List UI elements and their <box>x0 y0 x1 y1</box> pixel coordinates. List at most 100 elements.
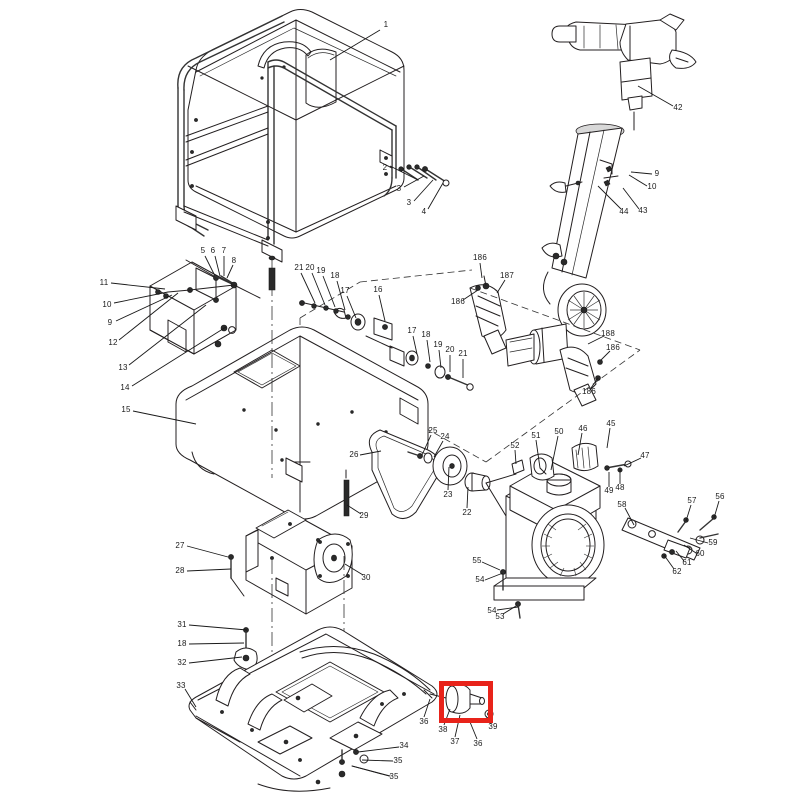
callout-number-25[interactable]: 25 <box>428 426 438 435</box>
callout-number-28[interactable]: 28 <box>175 566 185 575</box>
callout-leader-24 <box>433 440 444 458</box>
callout-number-20[interactable]: 20 <box>305 263 315 272</box>
callout-leader-33 <box>184 688 197 708</box>
callout-number-186[interactable]: 186 <box>606 343 620 352</box>
callout-number-30[interactable]: 30 <box>361 573 371 582</box>
callout-number-6[interactable]: 6 <box>210 246 216 255</box>
callout-leader-4 <box>427 182 444 210</box>
callout-number-16[interactable]: 16 <box>373 285 383 294</box>
callout-leader-55 <box>481 561 501 571</box>
callout-number-33[interactable]: 33 <box>176 681 186 690</box>
callout-number-8[interactable]: 8 <box>231 256 237 265</box>
callout-number-17[interactable]: 17 <box>340 286 350 295</box>
callout-number-2[interactable]: 2 <box>382 163 388 172</box>
callout-number-5[interactable]: 5 <box>200 246 206 255</box>
callout-number-56[interactable]: 56 <box>715 492 725 501</box>
callout-number-3[interactable]: 3 <box>396 184 402 193</box>
callout-number-19[interactable]: 19 <box>433 340 443 349</box>
callout-number-55[interactable]: 55 <box>472 556 482 565</box>
callout-number-51[interactable]: 51 <box>531 431 541 440</box>
callout-number-37[interactable]: 37 <box>450 737 460 746</box>
callout-number-15[interactable]: 15 <box>121 405 131 414</box>
callout-number-52[interactable]: 52 <box>510 441 520 450</box>
callout-number-12[interactable]: 12 <box>108 338 118 347</box>
callout-number-9[interactable]: 9 <box>107 318 113 327</box>
callout-number-47[interactable]: 47 <box>640 451 650 460</box>
callout-number-50[interactable]: 50 <box>554 427 564 436</box>
callout-number-44[interactable]: 44 <box>619 207 629 216</box>
callout-number-9[interactable]: 9 <box>654 169 660 178</box>
callout-number-21[interactable]: 21 <box>294 263 304 272</box>
callout-leader-3 <box>403 175 425 188</box>
callout-number-13[interactable]: 13 <box>118 363 128 372</box>
callout-number-18[interactable]: 18 <box>177 639 187 648</box>
callout-number-35[interactable]: 35 <box>389 772 399 781</box>
callout-number-48[interactable]: 48 <box>615 483 625 492</box>
callout-number-4[interactable]: 4 <box>421 207 427 216</box>
callout-number-23[interactable]: 23 <box>443 490 453 499</box>
callout-leader-56 <box>713 500 720 519</box>
callout-number-11[interactable]: 11 <box>99 278 109 287</box>
callout-leader-2 <box>389 165 419 181</box>
handle-throttle-assembly <box>541 13 697 305</box>
callout-number-62[interactable]: 62 <box>672 567 682 576</box>
callout-number-36[interactable]: 36 <box>419 717 429 726</box>
callout-number-10[interactable]: 10 <box>102 300 112 309</box>
callout-number-22[interactable]: 22 <box>462 508 472 517</box>
callout-number-46[interactable]: 46 <box>578 424 588 433</box>
engine-assembly <box>485 442 719 619</box>
callout-number-61[interactable]: 61 <box>682 558 692 567</box>
callout-number-26[interactable]: 26 <box>349 450 359 459</box>
callout-number-24[interactable]: 24 <box>440 432 450 441</box>
callout-number-188[interactable]: 188 <box>601 329 615 338</box>
callout-number-54[interactable]: 54 <box>475 575 485 584</box>
callout-number-43[interactable]: 43 <box>638 206 648 215</box>
callout-number-17[interactable]: 17 <box>407 326 417 335</box>
callout-number-186[interactable]: 186 <box>473 253 487 262</box>
callout-leader-14 <box>131 326 227 387</box>
callout-leader-37 <box>454 714 461 738</box>
callout-number-54[interactable]: 54 <box>487 606 497 615</box>
callout-number-58[interactable]: 58 <box>617 500 627 509</box>
callout-leader-16 <box>378 294 386 322</box>
callout-number-32[interactable]: 32 <box>177 658 187 667</box>
callout-number-31[interactable]: 31 <box>177 620 187 629</box>
callout-number-45[interactable]: 45 <box>606 419 616 428</box>
callout-number-7[interactable]: 7 <box>221 246 227 255</box>
callout-leader-186 <box>479 262 483 279</box>
callout-number-186[interactable]: 186 <box>451 297 465 306</box>
callout-number-18[interactable]: 18 <box>330 271 340 280</box>
callout-number-187[interactable]: 187 <box>500 271 514 280</box>
callout-number-18[interactable]: 18 <box>421 330 431 339</box>
callout-number-3[interactable]: 3 <box>406 198 412 207</box>
callout-leader-59 <box>689 537 709 544</box>
deck-hardware-left <box>167 275 261 299</box>
callout-leader-54 <box>484 572 504 581</box>
callout-leader-lines <box>110 29 720 777</box>
callout-number-186[interactable]: 186 <box>582 387 596 396</box>
callout-number-59[interactable]: 59 <box>708 538 718 547</box>
callout-number-53[interactable]: 53 <box>495 612 505 621</box>
callout-number-10[interactable]: 10 <box>647 182 657 191</box>
callout-number-49[interactable]: 49 <box>604 486 614 495</box>
callout-number-35[interactable]: 35 <box>393 756 403 765</box>
callout-number-38[interactable]: 38 <box>438 725 448 734</box>
callout-leader-20 <box>311 272 326 306</box>
callout-number-36[interactable]: 36 <box>473 739 483 748</box>
callout-leader-27 <box>186 545 229 558</box>
callout-number-14[interactable]: 14 <box>120 383 130 392</box>
callout-number-29[interactable]: 29 <box>359 511 369 520</box>
callout-number-20[interactable]: 20 <box>445 345 455 354</box>
callout-leader-11 <box>110 282 166 290</box>
callout-number-39[interactable]: 39 <box>488 722 498 731</box>
cage-hardware-fan <box>398 164 450 187</box>
callout-number-27[interactable]: 27 <box>175 541 185 550</box>
callout-number-34[interactable]: 34 <box>399 741 409 750</box>
callout-number-42[interactable]: 42 <box>673 103 683 112</box>
callout-number-19[interactable]: 19 <box>316 266 326 275</box>
callout-number-57[interactable]: 57 <box>687 496 697 505</box>
callout-leader-51 <box>535 439 541 469</box>
callout-number-21[interactable]: 21 <box>458 349 468 358</box>
callout-number-1[interactable]: 1 <box>383 20 389 29</box>
callout-number-60[interactable]: 60 <box>695 549 705 558</box>
